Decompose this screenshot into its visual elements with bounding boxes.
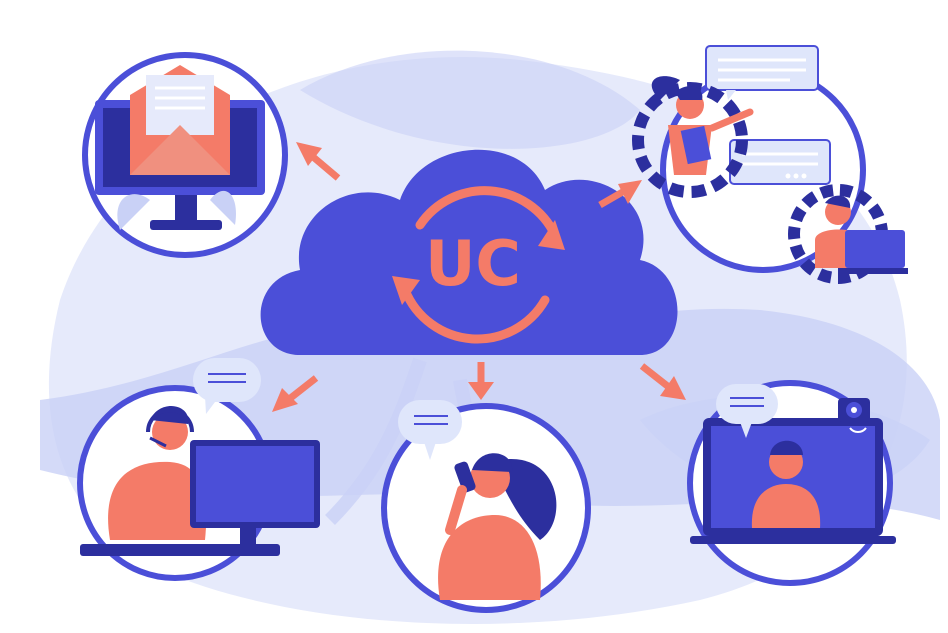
- uc-label: UC: [425, 227, 521, 300]
- chat-bubble-icon: [716, 384, 778, 438]
- envelope-icon: [130, 65, 230, 175]
- arrow-to-support-icon: [272, 375, 319, 412]
- chat-bubble-icon: [729, 139, 831, 185]
- operator-icon: [108, 406, 207, 540]
- arrow-to-phone-icon: [468, 362, 494, 400]
- video-call-node: [687, 380, 896, 586]
- desktop-monitor-icon: [190, 440, 320, 544]
- man-with-laptop-icon: [815, 195, 908, 274]
- caller-avatar-icon: [751, 440, 821, 528]
- chat-bubble-icon: [705, 45, 819, 100]
- team-chat-node: [632, 45, 908, 284]
- woman-with-phone-icon: [438, 453, 557, 600]
- chat-bubble-icon: [398, 400, 462, 460]
- support-agent-node: [77, 358, 320, 581]
- webcam-icon: [838, 398, 870, 433]
- sync-arrows-icon: [400, 186, 560, 344]
- arrow-to-team-chat-icon: [598, 180, 642, 209]
- uc-cloud: UC: [260, 149, 678, 355]
- email-node: [82, 52, 288, 258]
- phone-call-node: [381, 400, 591, 613]
- chat-bubble-icon: [193, 358, 261, 414]
- arrow-to-video-icon: [639, 363, 686, 400]
- arrow-to-email-icon: [296, 142, 341, 181]
- connection-arrows: [272, 142, 686, 412]
- woman-figure-icon: [651, 76, 754, 175]
